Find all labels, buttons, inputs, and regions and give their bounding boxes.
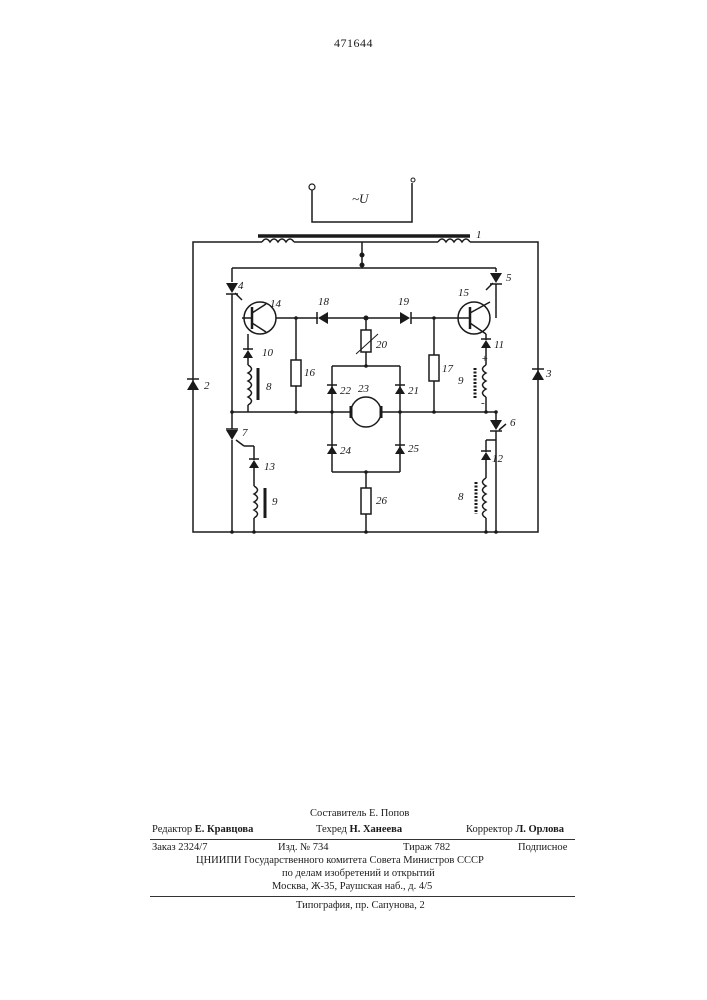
- resistor-16: [291, 318, 301, 412]
- label-25: 25: [408, 443, 420, 455]
- label-26: 26: [376, 495, 388, 507]
- diode-22: [327, 385, 337, 394]
- label-12: 12: [492, 453, 504, 465]
- label-11: 11: [494, 339, 504, 351]
- corrector-name: Л. Орлова: [515, 824, 564, 835]
- label-21: 21: [408, 385, 419, 397]
- techred-role: Техред: [316, 824, 347, 835]
- diode-21: [395, 385, 405, 394]
- label-minus: -: [481, 397, 485, 409]
- thyristor-4: [226, 283, 242, 412]
- label-14: 14: [270, 298, 282, 310]
- diode-18: [317, 312, 400, 324]
- label-8: 8: [266, 381, 272, 393]
- label-5: 5: [506, 272, 512, 284]
- coil-8-left: [248, 365, 258, 412]
- separator-top: [150, 839, 575, 840]
- label-15: 15: [458, 287, 470, 299]
- label-13: 13: [264, 461, 276, 473]
- label-9: 9: [272, 496, 278, 508]
- label-17: 17: [442, 363, 454, 375]
- resistor-26: [361, 472, 371, 532]
- motor-23: [351, 397, 381, 427]
- label-23: 23: [358, 383, 370, 395]
- label-18: 18: [318, 296, 330, 308]
- editor-role: Редактор: [152, 824, 192, 835]
- diode-12: [481, 451, 491, 478]
- compiler-name: Е. Попов: [369, 808, 409, 819]
- label-2: 2: [204, 380, 210, 392]
- label-4: 4: [238, 280, 244, 292]
- resistor-17: [429, 318, 439, 412]
- label-16: 16: [304, 367, 316, 379]
- transistor-15: [458, 302, 490, 340]
- techred-name: Н. Ханеева: [350, 824, 403, 835]
- coil-9-left: [254, 486, 265, 532]
- label-8-right: 8: [458, 491, 464, 503]
- label-7: 7: [242, 427, 248, 439]
- label-22: 22: [340, 385, 352, 397]
- label-1: 1: [476, 229, 482, 241]
- transformer-1: [258, 236, 470, 267]
- label-9-right: 9: [458, 375, 464, 387]
- publisher-org: ЦНИИПИ Государственного комитета Совета …: [196, 855, 484, 866]
- diode-25: [395, 445, 405, 454]
- diode-2: [187, 379, 199, 390]
- separator-bottom: [150, 896, 575, 897]
- label-19: 19: [398, 296, 410, 308]
- publisher-address: Москва, Ж-35, Раушская наб., д. 4/5: [272, 881, 432, 892]
- edition-number: Изд. № 734: [278, 842, 329, 853]
- coil-8-right: [476, 478, 486, 532]
- corrector-role: Корректор: [466, 824, 513, 835]
- label-plus: +: [481, 353, 488, 365]
- diode-13: [249, 459, 259, 486]
- circuit-schematic: ~U: [0, 0, 707, 600]
- thyristor-6: [486, 412, 506, 532]
- copies-count: Тираж 782: [403, 842, 450, 853]
- diode-3: [532, 369, 544, 380]
- order-number: Заказ 2324/7: [152, 842, 207, 853]
- label-6: 6: [510, 417, 516, 429]
- ac-source: ~U: [309, 178, 415, 222]
- variable-resistor-20: [356, 316, 378, 366]
- editor-name: Е. Кравцова: [195, 824, 254, 835]
- label-10: 10: [262, 347, 274, 359]
- label-24: 24: [340, 445, 352, 457]
- printer-line: Типография, пр. Сапунова, 2: [296, 900, 425, 911]
- diode-10: [243, 349, 253, 365]
- diode-24: [327, 445, 337, 454]
- label-20: 20: [376, 339, 388, 351]
- diode-19: [400, 312, 462, 324]
- source-label: ~U: [352, 191, 370, 206]
- label-3: 3: [545, 368, 552, 380]
- publisher-org-line2: по делам изобретений и открытий: [282, 868, 435, 879]
- subscription-note: Подписное: [518, 842, 567, 853]
- thyristor-7: [226, 412, 254, 532]
- compiler-role: Составитель: [310, 808, 366, 819]
